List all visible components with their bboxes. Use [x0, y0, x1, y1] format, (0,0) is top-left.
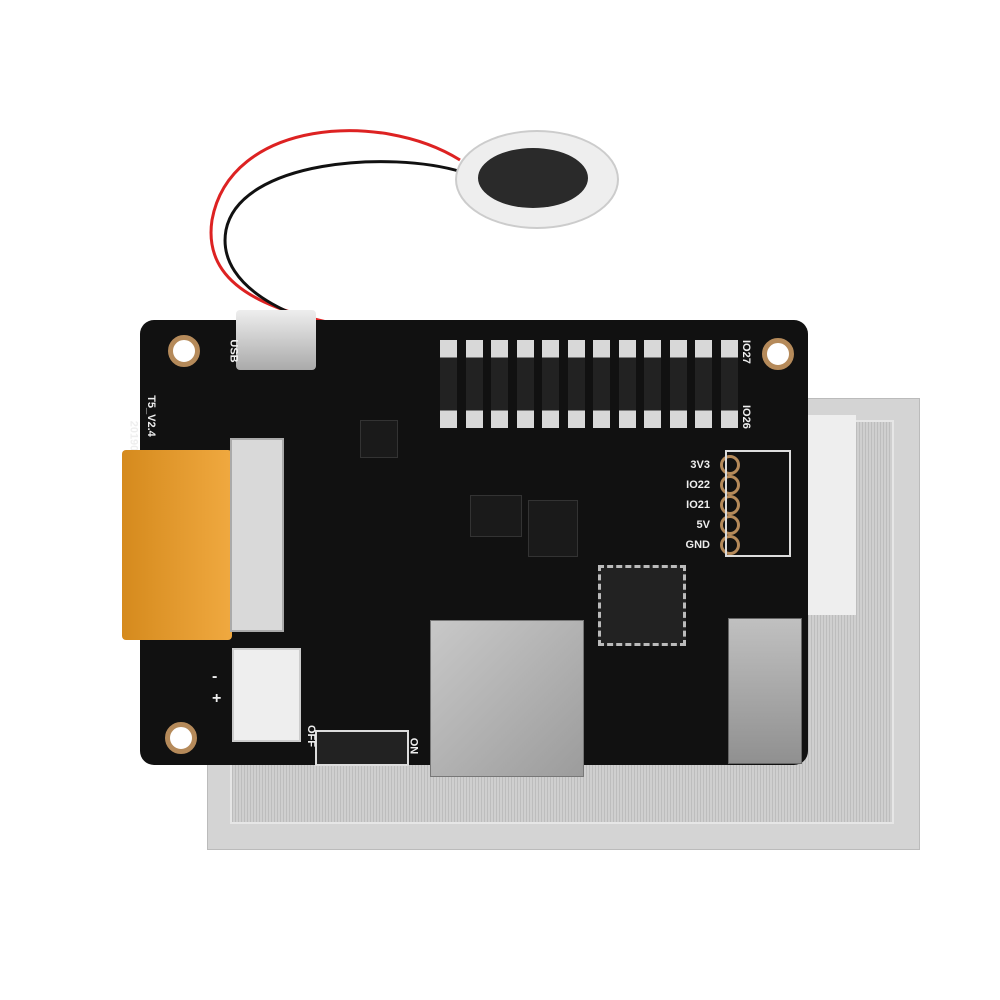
battery-plus-label: + [212, 690, 222, 707]
speaker-grille [478, 148, 588, 208]
display-tab [808, 415, 856, 615]
battery-minus-label: - [212, 668, 218, 685]
side-pin-label: 3V3 [690, 459, 710, 471]
flex-cable [122, 450, 232, 640]
mount-hole [165, 722, 197, 754]
switch-on-label: ON [407, 737, 420, 755]
side-pin-label: GND [685, 539, 710, 551]
flash-chip [528, 500, 578, 557]
date-label: 20190 [127, 420, 140, 452]
ic-chip [470, 495, 522, 537]
header-pin [720, 340, 738, 428]
side-pin-label: IO22 [686, 479, 710, 491]
switch-off-label: OFF [305, 725, 317, 747]
header-pin [542, 340, 559, 428]
header-pin [491, 340, 508, 428]
side-pin-label: IO21 [686, 499, 710, 511]
power-switch[interactable] [315, 730, 409, 766]
header-label-io26: IO26 [740, 405, 752, 429]
battery-connector [232, 648, 301, 742]
fpc-connector [230, 438, 284, 632]
header-pin [618, 340, 636, 428]
mount-hole [168, 335, 200, 367]
header-pin [516, 340, 534, 428]
header-pin [593, 340, 610, 428]
mount-hole [762, 338, 794, 370]
header-pin [567, 340, 585, 428]
header-pin [695, 340, 712, 428]
pin-header [440, 340, 750, 430]
header-pin [440, 340, 457, 428]
esp32-chip [598, 565, 686, 646]
header-pin [465, 340, 483, 428]
usb-port[interactable] [236, 310, 316, 370]
ic-chip [360, 420, 398, 458]
side-pin-label: 5V [696, 519, 710, 531]
sd-card-slot[interactable] [430, 620, 584, 777]
header-pin [644, 340, 661, 428]
header-pin [669, 340, 687, 428]
header-label-io27: IO27 [740, 340, 752, 364]
antenna-module [728, 618, 802, 764]
side-connector-outline [725, 450, 791, 557]
model-label: T5_V2.4 [144, 395, 157, 437]
usb-label: USB [227, 339, 240, 363]
